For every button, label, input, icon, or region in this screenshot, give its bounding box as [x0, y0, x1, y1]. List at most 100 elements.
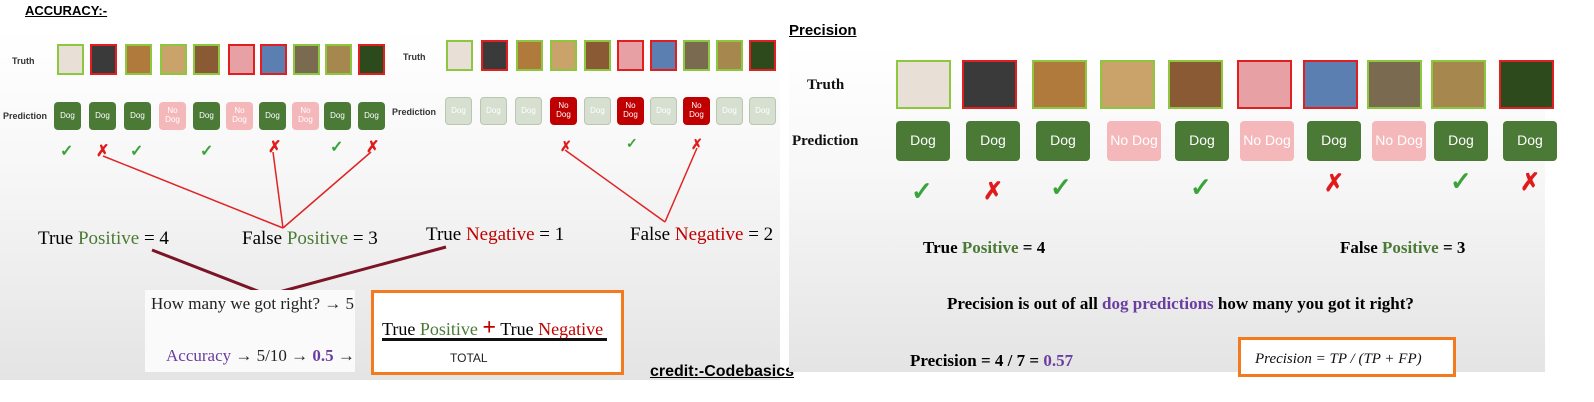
check-icon: ✓	[60, 143, 74, 160]
cross-icon: ✗	[983, 178, 1004, 205]
credit-text: credit:-Codebasics	[650, 363, 795, 380]
true-negative-count: True Negative = 1	[426, 224, 564, 246]
accuracy-a-image-7	[260, 44, 287, 75]
accuracy-a-prediction-9: Dog	[324, 102, 351, 130]
precision-image-4	[1100, 60, 1155, 109]
p-tp-value: = 4	[1018, 238, 1046, 257]
cross-icon: ✗	[366, 139, 380, 156]
formula-tp2: Positive	[419, 319, 478, 339]
accuracy-a-image-8	[293, 44, 320, 75]
accuracy-b-image-6	[617, 40, 644, 71]
accuracy-b-image-4	[550, 40, 577, 71]
accuracy-a-prediction-3: Dog	[124, 102, 151, 130]
accuracy-b-image-1	[446, 40, 473, 71]
accuracy-a-prediction-10: Dog	[358, 102, 385, 130]
tn-value: = 1	[534, 224, 565, 245]
precision-question: Precision is out of all dog predictions …	[947, 294, 1414, 314]
check-icon: ✓	[130, 143, 144, 160]
precision-prediction-2: Dog	[966, 121, 1020, 161]
tp-label: True	[38, 228, 78, 249]
formula-total: TOTAL	[450, 351, 488, 365]
check-icon: ✓	[330, 139, 344, 156]
fn-label: False	[630, 224, 675, 245]
accuracy-formula-box: True Positive + True Negative TOTAL	[371, 290, 624, 375]
accuracy-b-prediction-1: Dog	[445, 97, 472, 125]
accuracy-value: 0.5	[312, 346, 334, 365]
precision-image-10	[1499, 60, 1554, 109]
accuracy-b-prediction-5: Dog	[584, 97, 611, 125]
truth-label-b: Truth	[403, 52, 426, 62]
precision-image-5	[1168, 60, 1223, 109]
accuracy-a-image-10	[358, 44, 385, 75]
formula-plus: +	[482, 315, 497, 341]
precision-true-positive: True Positive = 4	[923, 238, 1045, 258]
fp-value: = 3	[348, 228, 378, 249]
accuracy-b-image-2	[481, 40, 508, 71]
precision-prediction-9: Dog	[1434, 121, 1488, 161]
p-fp-label: False	[1340, 238, 1383, 257]
p-fp-value: = 3	[1438, 238, 1466, 257]
check-icon: ✓	[911, 176, 933, 206]
precision-calc-text: Precision = 4 / 7 =	[910, 351, 1044, 370]
accuracy-b-prediction-8: No Dog	[683, 97, 710, 125]
question-c: how many you got it right?	[1213, 294, 1414, 313]
accuracy-word: Accuracy	[166, 346, 232, 365]
precision-calc: Precision = 4 / 7 = 0.57	[910, 351, 1073, 371]
precision-title: Precision	[789, 22, 857, 39]
accuracy-b-image-3	[516, 40, 543, 71]
truth-label: Truth	[12, 56, 35, 66]
accuracy-a-prediction-2: Dog	[89, 102, 116, 130]
tp-value: = 4	[139, 228, 169, 249]
precision-image-3	[1032, 60, 1087, 109]
accuracy-calc-box	[145, 290, 355, 372]
precision-prediction-3: Dog	[1036, 121, 1090, 161]
precision-image-8	[1367, 60, 1422, 109]
precision-formula: Precision = TP / (TP + FP)	[1255, 351, 1422, 367]
true-positive-count: True Positive = 4	[38, 228, 169, 250]
false-negative-count: False Negative = 2	[630, 224, 773, 246]
check-icon: ✓	[1050, 172, 1072, 202]
accuracy-rest: → 5/10 →	[231, 346, 313, 365]
accuracy-b-prediction-7: Dog	[650, 97, 677, 125]
accuracy-b-image-9	[716, 40, 743, 71]
accuracy-a-image-2	[90, 44, 117, 75]
fn-word: Negative	[674, 224, 744, 245]
accuracy-a-image-3	[125, 44, 152, 75]
fp-label: False	[242, 228, 287, 249]
precision-prediction-4: No Dog	[1107, 121, 1161, 161]
fn-value: = 2	[743, 224, 774, 245]
precision-image-9	[1431, 60, 1486, 109]
accuracy-a-prediction-7: Dog	[259, 102, 286, 130]
accuracy-a-prediction-4: No Dog	[159, 102, 186, 130]
cross-icon: ✗	[560, 138, 572, 154]
accuracy-b-prediction-10: Dog	[749, 97, 776, 125]
accuracy-a-prediction-8: No Dog	[292, 102, 319, 130]
accuracy-b-prediction-2: Dog	[480, 97, 507, 125]
accuracy-b-image-5	[584, 40, 611, 71]
accuracy-title: ACCURACY:-	[25, 3, 108, 18]
cross-icon: ✗	[1520, 169, 1541, 196]
prediction-label-right: Prediction	[792, 133, 859, 149]
accuracy-a-image-9	[325, 44, 352, 75]
formula-tn2: Negative	[538, 319, 604, 339]
precision-value: 0.57	[1043, 351, 1074, 370]
fp-word: Positive	[286, 228, 349, 249]
p-tp-word: Positive	[961, 238, 1019, 257]
question-a: Precision is out of all	[947, 294, 1103, 313]
accuracy-a-image-4	[160, 44, 187, 75]
precision-prediction-10: Dog	[1503, 121, 1557, 161]
accuracy-line: Accuracy → 5/10 → 0.5 →	[166, 346, 355, 366]
precision-false-positive: False Positive = 3	[1340, 238, 1465, 258]
accuracy-arrow: →	[333, 346, 355, 365]
accuracy-b-prediction-4: No Dog	[550, 97, 577, 125]
accuracy-a-image-1	[57, 44, 84, 75]
accuracy-a-prediction-6: No Dog	[226, 102, 253, 130]
check-icon: ✓	[1450, 166, 1472, 196]
prediction-label-b: Prediction	[392, 107, 437, 117]
precision-image-7	[1303, 60, 1358, 109]
false-positive-count: False Positive = 3	[242, 228, 378, 250]
accuracy-a-image-5	[193, 44, 220, 75]
tn-word: Negative	[465, 224, 535, 245]
accuracy-b-image-7	[650, 40, 677, 71]
cross-icon: ✗	[268, 139, 282, 156]
